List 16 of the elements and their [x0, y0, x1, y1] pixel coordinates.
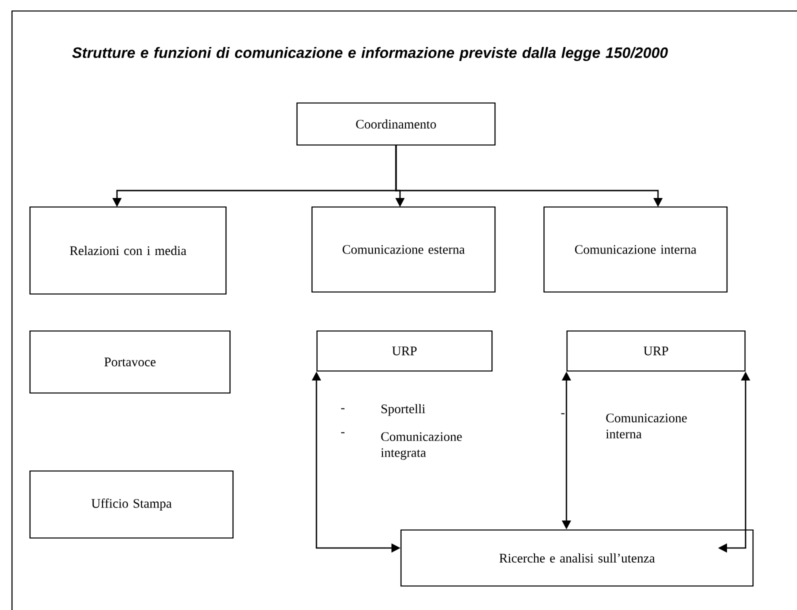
- box: Portavoce: [29, 330, 231, 394]
- title: Strutture e funzioni di comunicazione e informazione previste dalla legge 150/2000: [72, 47, 668, 61]
- bullet-dash: -: [341, 408, 345, 410]
- box: Relazioni con i media: [29, 206, 227, 295]
- box: Comunicazione esterna: [311, 206, 496, 293]
- box: Coordinamento: [296, 102, 496, 146]
- box: URP: [316, 330, 493, 372]
- box: Comunicazione interna: [543, 206, 728, 293]
- bullet-dash: -: [561, 413, 565, 414]
- box: Ricerche e analisi sull’utenza: [400, 529, 754, 587]
- list-item: Comunicazione interna: [606, 414, 687, 438]
- box: URP: [566, 330, 746, 372]
- list-item: Comunicazione integrata: [380, 432, 462, 460]
- bullet-dash: -: [341, 432, 345, 434]
- list-item: Sportelli: [382, 404, 426, 416]
- box: Ufficio Stampa: [29, 470, 234, 539]
